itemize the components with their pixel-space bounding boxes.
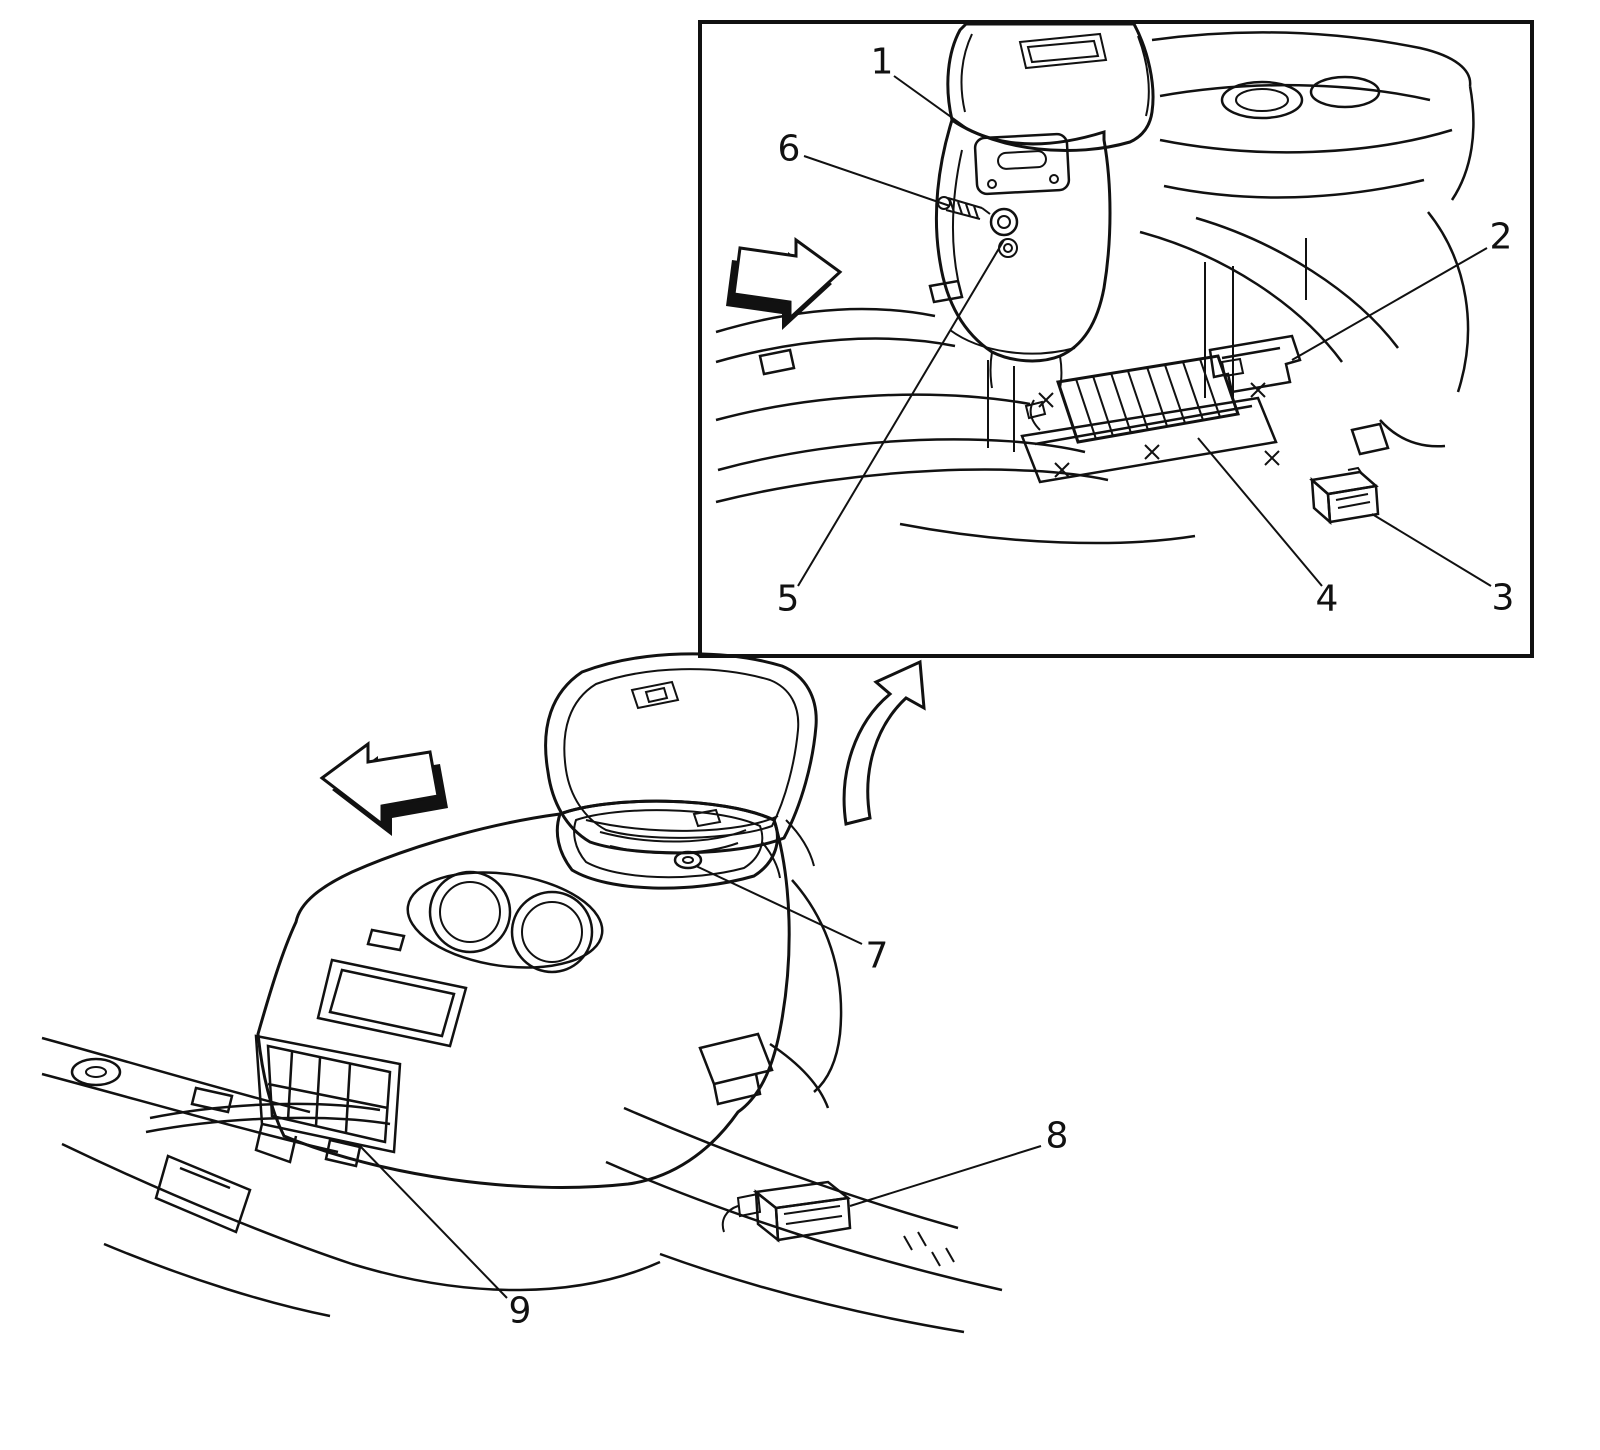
rear-knob-inner [997,215,1011,229]
inset-panel: 1 6 2 5 4 3 [698,20,1534,658]
cupholder-recess-outer [1220,80,1304,120]
console-lid-details [563,668,815,879]
callout-1: 1 [871,42,894,83]
callout-4: 4 [1316,579,1339,620]
module3-side [1326,484,1380,524]
module8-details [721,1192,843,1233]
mounting-stud-x-marks [1038,382,1280,478]
callout-9-leader [359,1145,508,1299]
floor-right-lines [605,1042,1003,1334]
latch-striker-inner [682,856,694,864]
front-compartment [254,1034,402,1168]
inset-console-rear [934,117,1112,363]
callout-3-leader [1371,513,1492,587]
console-body [256,799,791,1189]
curved-arrow-to-inset [842,659,926,826]
floor-left-lines [41,1036,661,1318]
callout-7: 7 [866,936,889,977]
console-rear-bracket [1208,334,1302,394]
rear-knob-outer [989,207,1019,237]
amplifier-body [1056,354,1240,444]
callout-2-leader [1291,247,1488,361]
direction-arrow-main [319,741,440,828]
bin-opening [555,799,779,890]
callout-6: 6 [778,129,801,170]
callout-5-leader [797,239,1005,587]
storage-tray [316,928,468,1048]
rear-storage-door-handle [997,150,1047,170]
callout-9: 9 [509,1291,532,1332]
console-lid [544,652,818,855]
inset-console-rear-details [949,149,1076,389]
screw-threads [945,197,991,220]
floor-front-bracket [154,1154,252,1234]
door-screw-right [1049,174,1059,184]
floor-grommet-inner [85,1066,107,1078]
callout-7-leader [695,865,863,945]
bin-opening-details [573,808,764,879]
cupholder-left-inner [439,881,501,943]
callout-3: 3 [1492,578,1515,619]
cupholder-right-outer [510,890,594,974]
direction-arrow-inset [732,237,843,322]
callout-2: 2 [1490,217,1513,258]
cupholder-left-outer [428,870,512,954]
cupholder-recess-inner [1235,88,1289,112]
callout-1-leader [893,75,973,133]
inset-floor-lines [715,211,1470,545]
amplifier-bracket [1020,396,1278,484]
alignment-lines [987,238,1307,452]
cupholder-recess-2 [1309,75,1381,109]
inset-lid [946,22,1155,153]
cupholder-recess [406,871,604,969]
floor-grommet-outer [70,1057,122,1087]
inset-lid-details [960,32,1150,117]
console-body-right-curves [698,879,843,1106]
rear-storage-door [973,132,1071,196]
callout-4-leader [1197,437,1323,587]
module8-side [774,1196,852,1242]
callout-8-leader [849,1145,1042,1207]
inset-border [698,20,1534,658]
callout-8: 8 [1046,1116,1069,1157]
inset-console-top [1151,31,1475,201]
rear-outlet-inner [1003,243,1013,253]
door-screw-left [987,179,997,189]
rear-outlet-outer [998,238,1018,258]
callout-5: 5 [777,579,800,620]
main-drawing: 7 8 9 [41,652,1069,1334]
floor-hatch-ticks [903,1231,955,1267]
amplifier-fins [1075,358,1221,440]
callout-6-leader [803,155,951,207]
module3-details [1335,466,1371,509]
cupholder-right-inner [521,901,583,963]
